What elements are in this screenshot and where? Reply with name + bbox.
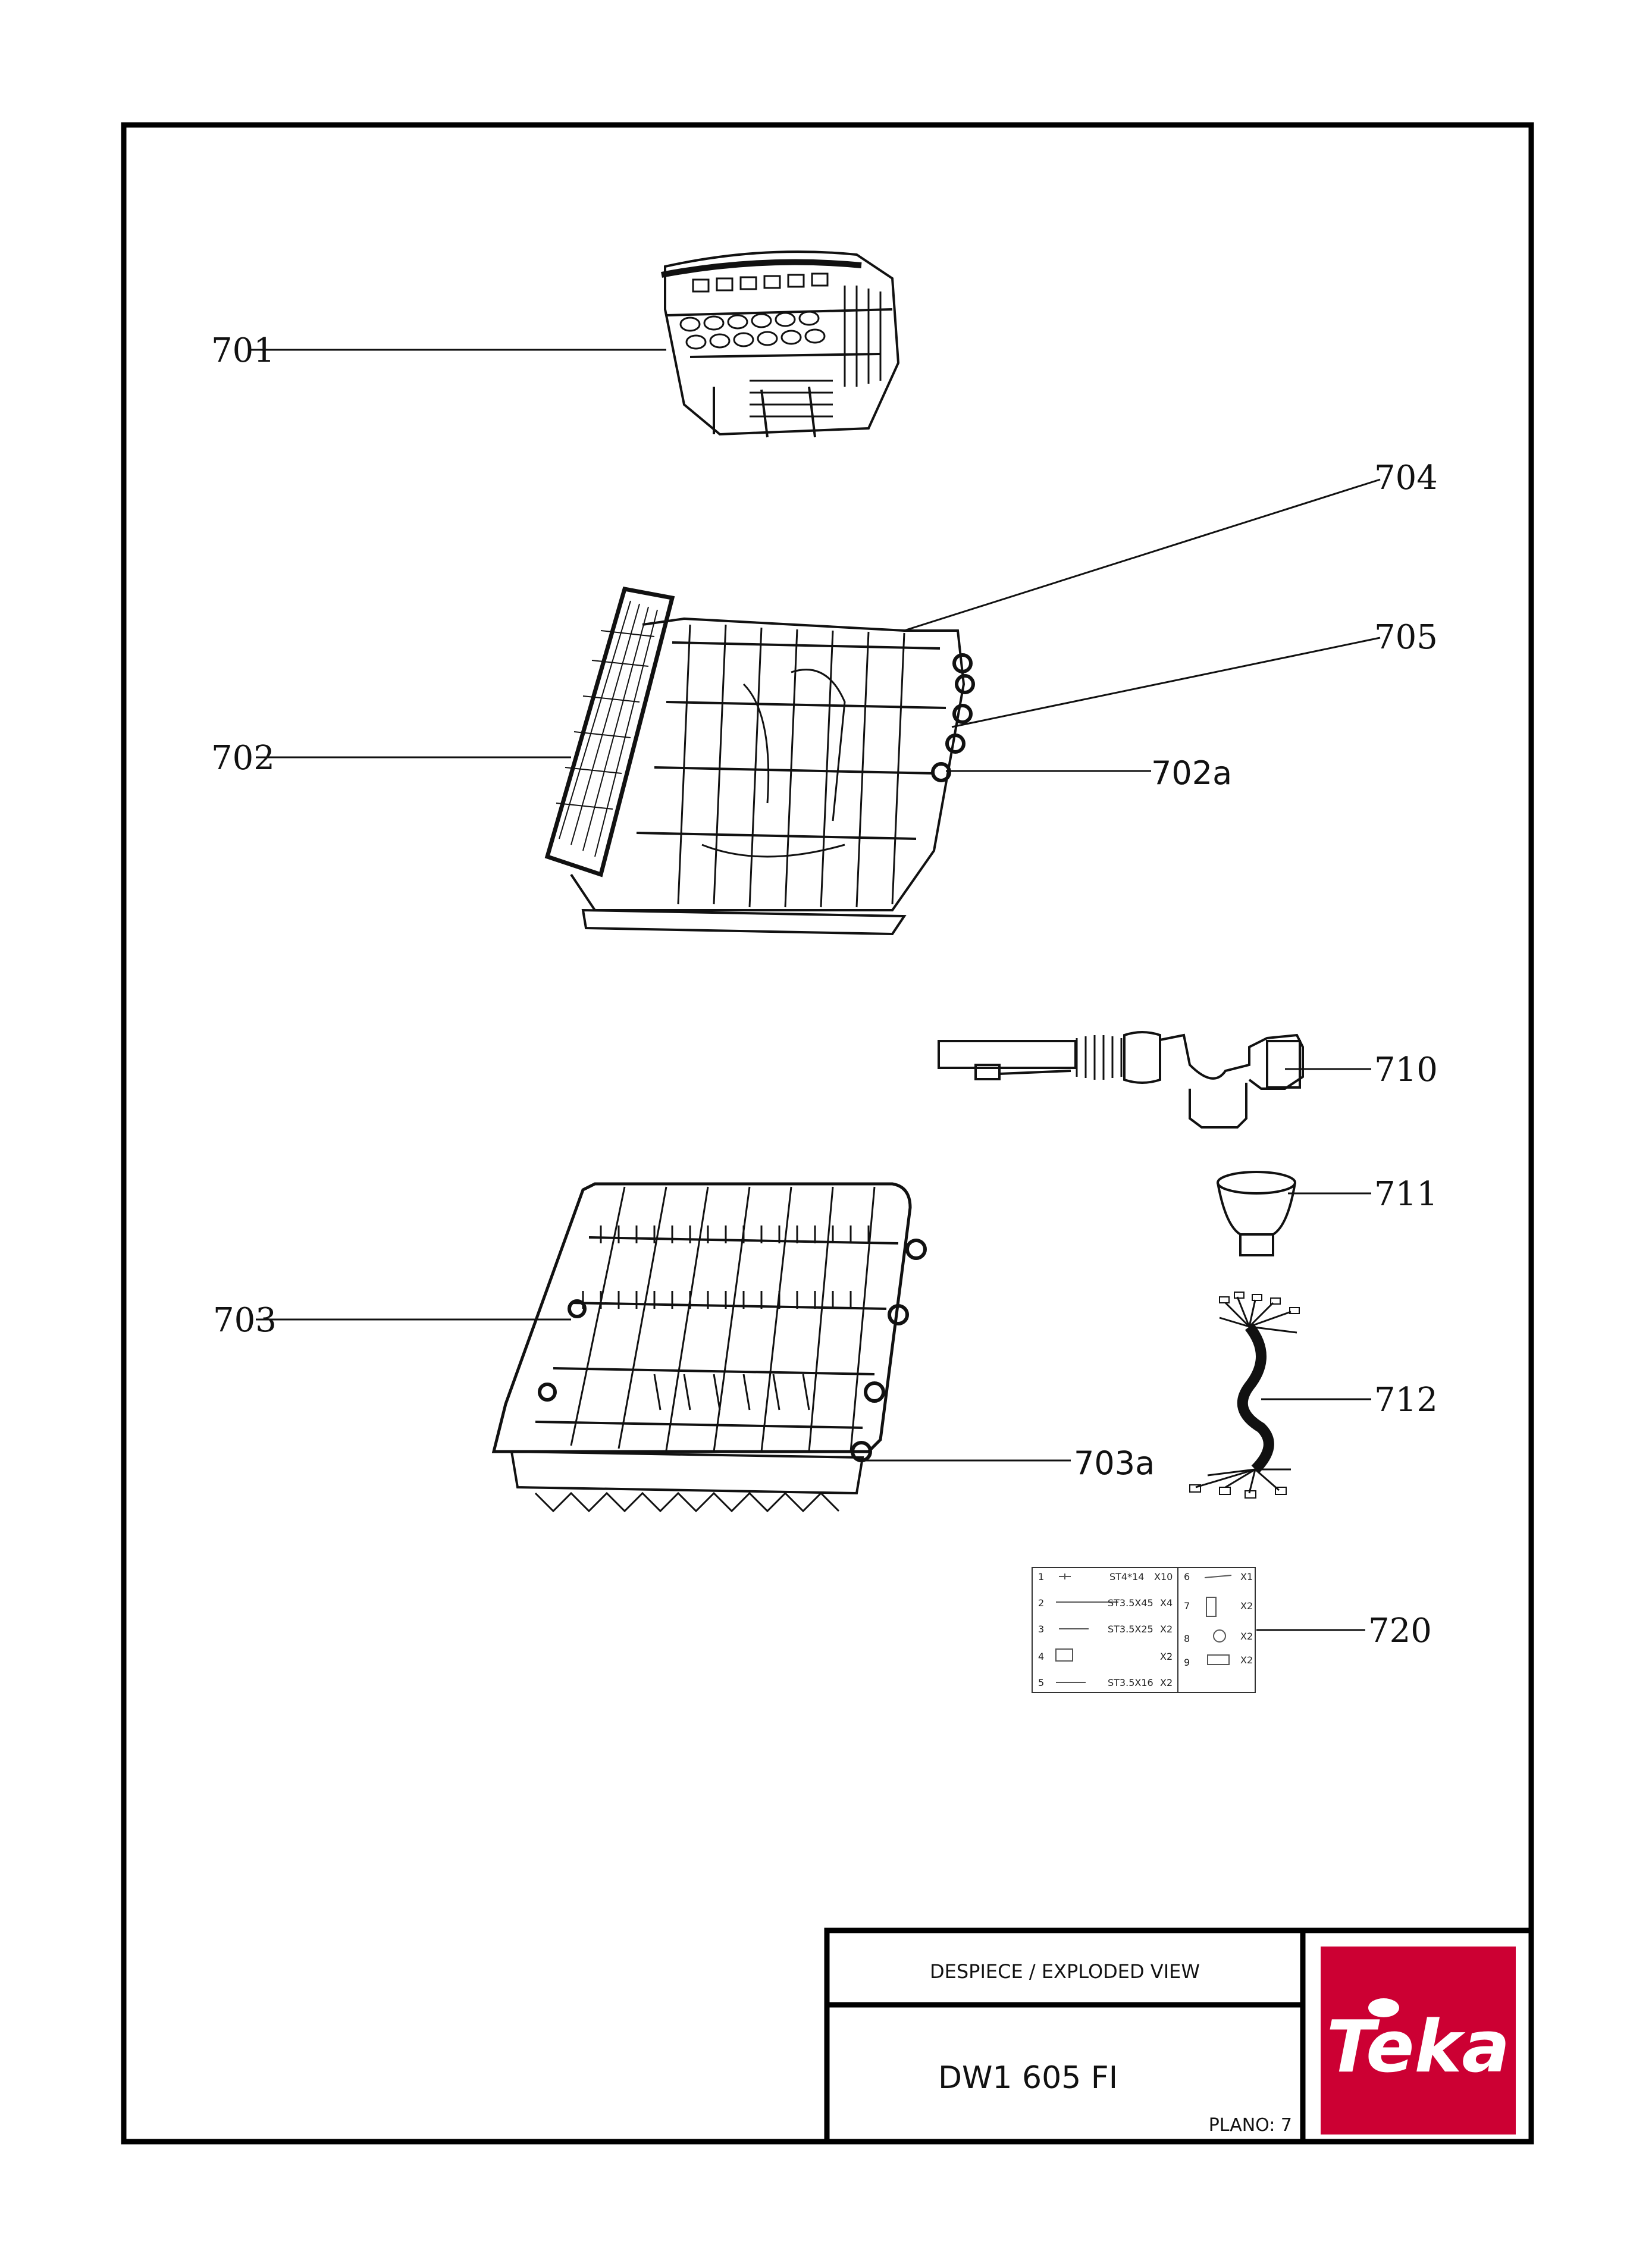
teka-logo: Teka: [1321, 1947, 1516, 2135]
part-701-cutlery-basket: [661, 250, 900, 438]
part-702-upper-basket: [544, 586, 975, 936]
acc-row-2-spec: ST3.5X45: [1108, 1597, 1153, 1609]
teka-logo-dot: [1368, 1998, 1399, 2017]
acc-row-8-num: 8: [1184, 1633, 1190, 1644]
acc-row-2-num: 2: [1038, 1597, 1044, 1609]
teka-logo-background: [1321, 1947, 1516, 2135]
callout-703a: 703a: [1074, 1444, 1155, 1482]
part-710-inlet-valve: [938, 1031, 1304, 1129]
callout-711: 711: [1374, 1175, 1438, 1214]
acc-row-1-qty: X10: [1154, 1571, 1173, 1582]
acc-row-3-num: 3: [1038, 1623, 1044, 1635]
teka-logo-wordmark: Teka: [1327, 2006, 1510, 2089]
acc-row-9-num: 9: [1184, 1657, 1190, 1668]
acc-row-4-qty: X2: [1160, 1651, 1173, 1662]
acc-row-9-qty: X2: [1240, 1654, 1253, 1666]
acc-row-7-num: 7: [1184, 1600, 1190, 1612]
acc-row-5-spec: ST3.5X16: [1108, 1677, 1153, 1688]
acc-row-6-num: 6: [1184, 1571, 1190, 1582]
callout-705: 705: [1374, 618, 1438, 657]
acc-row-8-qty: X2: [1240, 1631, 1253, 1642]
acc-row-4-num: 4: [1038, 1651, 1044, 1662]
callout-710: 710: [1374, 1051, 1438, 1089]
title-block: [824, 1927, 1534, 2145]
title-block-header: DESPIECE / EXPLODED VIEW: [930, 1960, 1200, 1983]
part-703-lower-basket: [491, 1182, 927, 1513]
acc-row-2-qty: X4: [1160, 1597, 1173, 1609]
part-720-accessory-table: [1032, 1567, 1256, 1693]
acc-row-1-num: 1: [1038, 1571, 1044, 1582]
callout-702a: 702a: [1151, 754, 1232, 792]
acc-row-1-spec: ST4*14: [1109, 1571, 1144, 1582]
drawing-frame: [121, 122, 1534, 2145]
acc-row-7-qty: X2: [1240, 1600, 1253, 1612]
plano-number: PLANO: 7: [1209, 2115, 1292, 2136]
leader-lines: [250, 349, 1381, 1631]
callout-702: 702: [211, 739, 275, 778]
callout-703: 703: [213, 1301, 277, 1340]
acc-row-3-spec: ST3.5X25: [1108, 1623, 1153, 1635]
callout-701: 701: [211, 331, 275, 370]
acc-row-5-num: 5: [1038, 1677, 1044, 1688]
callout-720: 720: [1368, 1612, 1432, 1650]
part-712-wiring-harness: [1189, 1292, 1300, 1499]
acc-row-3-qty: X2: [1160, 1623, 1173, 1635]
callout-712: 712: [1374, 1381, 1438, 1419]
acc-row-6-qty: X1: [1240, 1571, 1253, 1582]
part-711-funnel: [1217, 1171, 1296, 1256]
callout-704: 704: [1374, 459, 1438, 497]
model-number: DW1 605 FI: [938, 2060, 1118, 2096]
acc-row-5-qty: X2: [1160, 1677, 1173, 1688]
